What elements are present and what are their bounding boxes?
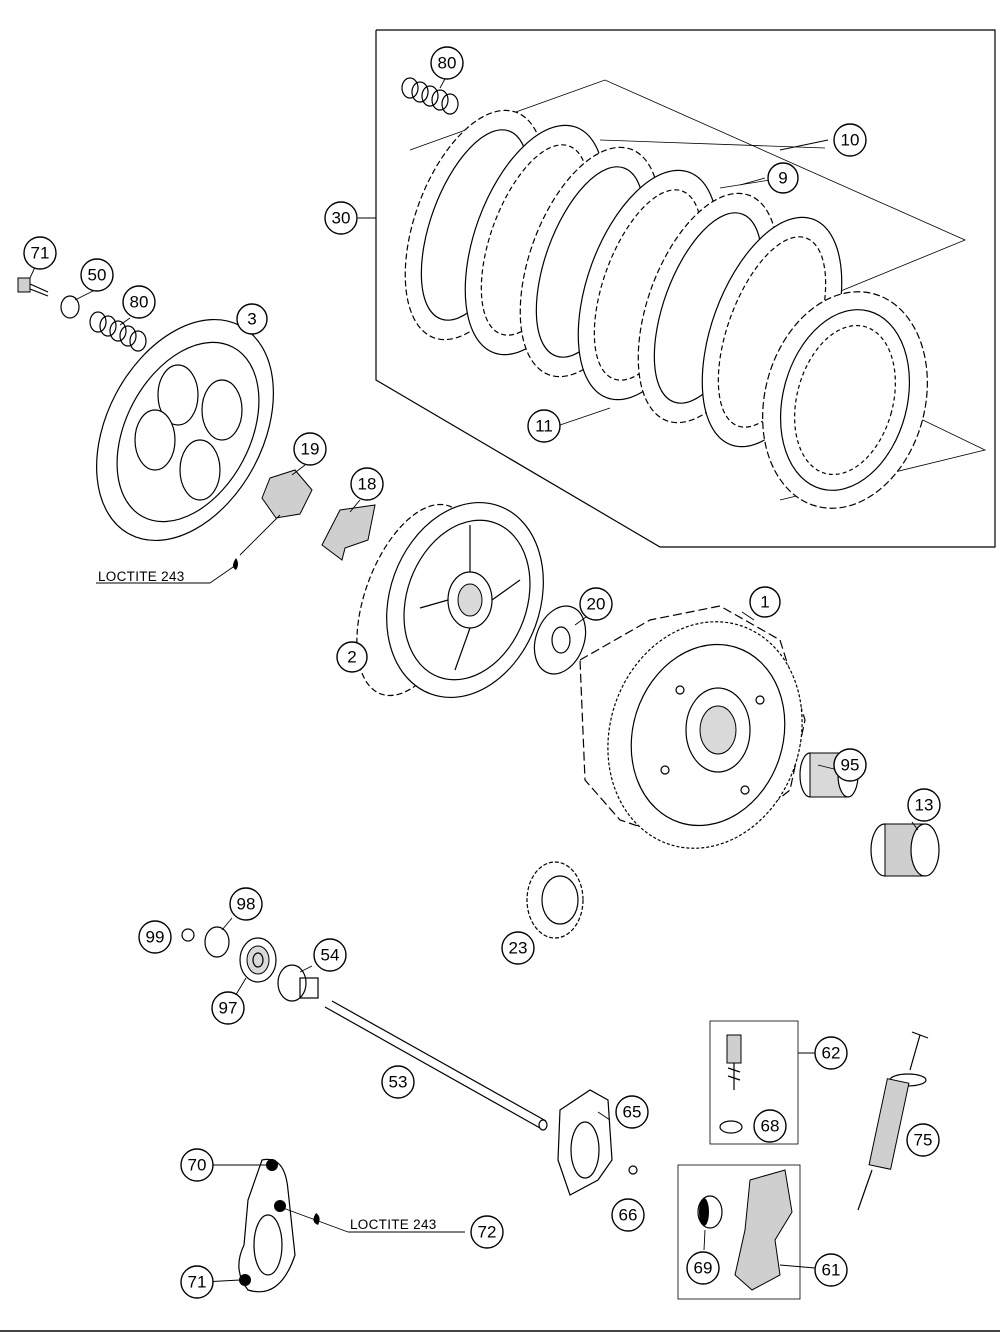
loctite-note-upper: LOCTITE 243: [98, 569, 185, 584]
callout-97-text: 97: [219, 999, 238, 1018]
callout-61-text: 61: [822, 1261, 841, 1280]
push-rod-53: [324, 1000, 548, 1131]
callout-71-bottom: 71: [180, 1265, 214, 1299]
callout-54: 54: [313, 938, 347, 972]
primary-gear-23: [526, 861, 584, 939]
callout-80-left: 80: [122, 285, 156, 319]
callout-18: 18: [350, 467, 384, 501]
thrust-washer-20: [533, 605, 587, 675]
callout-9: 9: [767, 162, 799, 194]
callout-80-left-text: 80: [130, 293, 149, 312]
washer-98: [204, 926, 230, 958]
callout-54-text: 54: [321, 946, 340, 965]
loctite-drop-upper: [233, 558, 238, 570]
callout-99: 99: [138, 920, 172, 954]
callout-1-text: 1: [760, 593, 769, 612]
callout-66: 66: [611, 1198, 645, 1232]
callout-98-text: 98: [237, 895, 256, 914]
callout-80-top-text: 80: [438, 54, 457, 73]
callout-71-top: 71: [23, 236, 57, 270]
callout-62: 62: [814, 1036, 848, 1070]
callout-11-text: 11: [535, 417, 553, 436]
callout-19-text: 19: [301, 440, 320, 459]
callout-68: 68: [753, 1109, 787, 1143]
spring-top: [401, 77, 459, 115]
callout-13-text: 13: [915, 796, 934, 815]
callout-71-bottom-text: 71: [188, 1273, 207, 1292]
inner-clutch-hub: [356, 501, 544, 699]
bottom-rule: [0, 1330, 1000, 1332]
gasket-65: [557, 1089, 613, 1196]
callout-68-text: 68: [761, 1117, 780, 1136]
slave-cylinder-cover: [238, 1158, 296, 1293]
callout-80-top: 80: [430, 46, 464, 80]
callout-70: 70: [180, 1148, 214, 1182]
loctite-note-lower: LOCTITE 243: [350, 1217, 437, 1232]
callout-50-text: 50: [88, 266, 107, 285]
callout-61: 61: [814, 1253, 848, 1287]
disc-pack-frame: [358, 29, 996, 548]
callout-9-text: 9: [778, 169, 787, 188]
bleed-valve-group: [709, 1020, 799, 1145]
outer-clutch-basket: [579, 605, 806, 849]
callout-75: 75: [906, 1123, 940, 1157]
bushing-13: [870, 823, 940, 877]
callout-98: 98: [229, 887, 263, 921]
callout-71-top-text: 71: [31, 244, 50, 263]
callout-53: 53: [381, 1065, 415, 1099]
callout-69: 69: [686, 1251, 720, 1285]
callout-11: 11: [527, 409, 561, 443]
callout-20: 20: [579, 587, 613, 621]
callout-18-text: 18: [358, 475, 377, 494]
callout-10: 10: [833, 123, 867, 157]
callout-66-text: 66: [619, 1206, 638, 1225]
loctite-drop-lower: [313, 1213, 320, 1225]
callout-20-text: 20: [587, 595, 606, 614]
ring-99: [181, 928, 195, 942]
callout-53-text: 53: [389, 1073, 408, 1092]
o-ring-66: [628, 1165, 638, 1175]
callout-95-text: 95: [841, 756, 860, 775]
slave-cylinder-group: [677, 1164, 801, 1300]
callout-99-text: 99: [146, 928, 165, 947]
bearing-97: [239, 937, 277, 983]
callout-3-text: 3: [247, 310, 256, 329]
washer-50: [60, 295, 80, 319]
pressure-piece-54: [277, 964, 319, 1002]
spring-80-left: [89, 311, 147, 352]
callout-69-text: 69: [694, 1259, 713, 1278]
callout-23-text: 23: [509, 939, 528, 958]
callout-1: 1: [749, 586, 781, 618]
callout-30-text: 30: [332, 209, 351, 228]
callout-2: 2: [336, 641, 368, 673]
callout-65: 65: [615, 1095, 649, 1129]
callout-95: 95: [833, 748, 867, 782]
callout-72: 72: [470, 1215, 504, 1249]
callout-75-text: 75: [914, 1131, 933, 1150]
callout-97: 97: [211, 991, 245, 1025]
lock-washer-18: [321, 504, 376, 561]
callout-50: 50: [80, 258, 114, 292]
callout-70-text: 70: [188, 1156, 207, 1175]
callout-62-text: 62: [822, 1044, 841, 1063]
callout-65-text: 65: [623, 1103, 642, 1122]
callout-23: 23: [501, 931, 535, 965]
callout-30: 30: [324, 201, 358, 235]
callout-19: 19: [293, 432, 327, 466]
pressure-plate: [96, 318, 274, 542]
callout-2-text: 2: [347, 648, 356, 667]
callout-72-text: 72: [478, 1223, 497, 1242]
callout-13: 13: [907, 788, 941, 822]
syringe-75: [857, 1031, 929, 1211]
nut-19: [261, 469, 313, 519]
callout-3: 3: [236, 303, 268, 335]
clutch-disc-stack: [404, 109, 928, 509]
bolt-71-top: [17, 277, 49, 297]
callout-10-text: 10: [841, 131, 860, 150]
